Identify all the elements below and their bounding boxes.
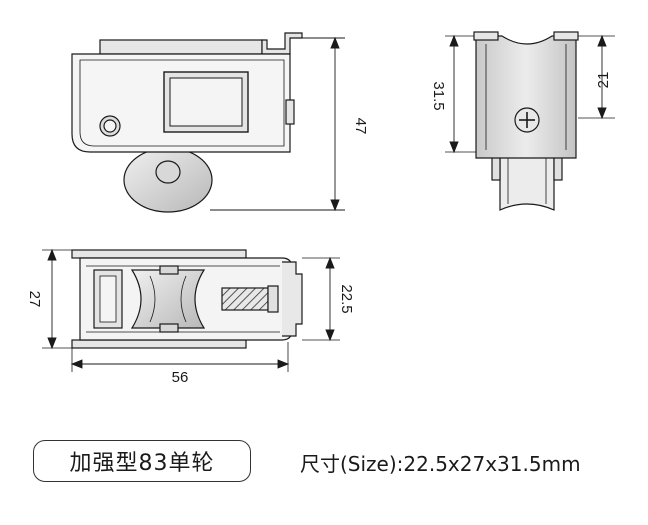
side-view xyxy=(71,32,345,213)
dim-end-height-label: 31.5 xyxy=(430,81,447,110)
top-view-flange-top xyxy=(71,249,247,259)
dim-top-length xyxy=(70,359,290,369)
dim-end-height xyxy=(449,34,459,154)
end-view-cap-right xyxy=(553,31,579,41)
dim-top-inner-height xyxy=(325,256,335,342)
dim-end-partial xyxy=(597,34,607,120)
side-view-window-inner xyxy=(169,77,243,127)
dim-top-inner-height-label: 22.5 xyxy=(338,284,355,313)
dim-side-height-label: 47 xyxy=(352,118,369,135)
side-view-top-flange xyxy=(99,39,263,55)
top-view-wheel xyxy=(130,269,206,329)
side-view-tab xyxy=(285,99,295,125)
side-view-wheel-hub xyxy=(155,160,181,184)
top-view-pin-top xyxy=(159,265,179,275)
size-spec: 尺寸(Size):22.5x27x31.5mm xyxy=(300,452,581,476)
end-view-cap-left xyxy=(473,31,499,41)
product-name-badge: 加强型83单轮 xyxy=(33,440,251,482)
dim-end-partial-label: 21 xyxy=(595,72,612,89)
dim-top-height xyxy=(47,248,57,350)
side-view-body-inner xyxy=(79,59,285,147)
top-view xyxy=(42,249,340,372)
dim-side-height xyxy=(330,36,340,212)
top-view-flange-bottom xyxy=(71,339,247,349)
top-view-pin-bottom xyxy=(159,323,179,333)
end-view xyxy=(445,31,615,211)
dim-top-length-label: 56 xyxy=(172,369,189,386)
side-view-hole-inner xyxy=(103,119,117,133)
end-view-body xyxy=(475,35,577,159)
top-view-hatched-block xyxy=(221,287,269,311)
end-view-channel xyxy=(499,149,555,211)
side-view-hook xyxy=(261,32,303,55)
dim-top-height-label: 27 xyxy=(26,291,43,308)
top-view-end xyxy=(282,261,303,337)
